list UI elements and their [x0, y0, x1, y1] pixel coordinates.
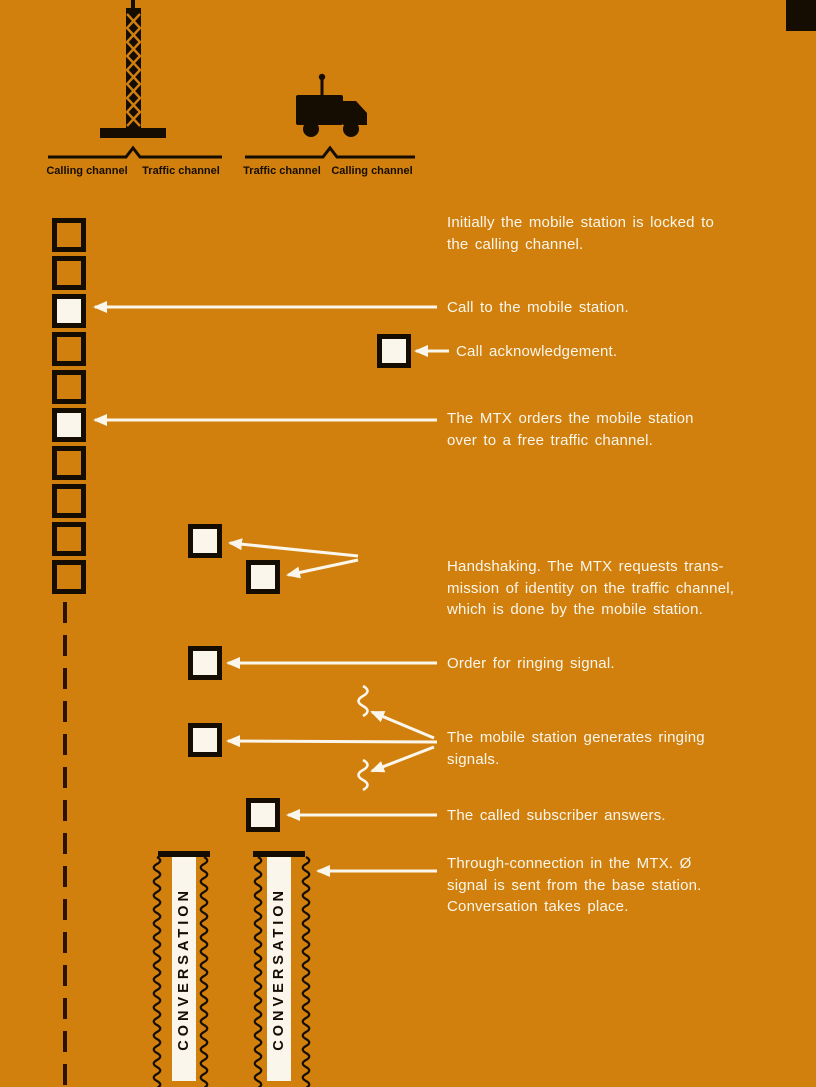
arrow-handshake-2 — [286, 558, 359, 579]
radio-tower-icon — [100, 0, 166, 138]
calling-channel-square-orange — [52, 218, 86, 252]
calling-channel-square-orange — [52, 560, 86, 594]
calling-channel-square-orange — [52, 332, 86, 366]
arrow-ring-generated — [226, 735, 438, 748]
ringing-signal-squiggle-lower — [357, 758, 369, 792]
ack-square — [377, 334, 411, 368]
handshake-square-1 — [188, 524, 222, 558]
page-corner-mark — [786, 0, 816, 31]
label-ms-calling-channel: Calling channel — [331, 165, 413, 177]
mobile-station-channel-bracket — [245, 145, 415, 159]
label-bs-calling-channel: Calling channel — [46, 165, 128, 177]
conversation-bar-mobile: CONVERSATION — [267, 857, 291, 1081]
ringing-signal-squiggle-upper — [357, 684, 369, 718]
truck-icon — [296, 73, 367, 137]
radio-wave-line-4 — [301, 856, 311, 1087]
note-subscriber-answers: The called subscriber answers. — [447, 807, 666, 824]
note-handshaking: Handshaking. The MTX requests trans- mis… — [447, 558, 735, 618]
calling-channel-square-white — [52, 294, 86, 328]
conversation-label-2: CONVERSATION — [271, 887, 287, 1051]
arrow-ring-signal-down — [370, 745, 435, 773]
radio-wave-line-3 — [253, 856, 263, 1087]
radio-wave-line-1 — [152, 856, 162, 1087]
calling-channel-square-orange — [52, 484, 86, 518]
answer-square — [246, 798, 280, 832]
note-call-acknowledgement: Call acknowledgement. — [456, 343, 618, 360]
arrow-ring-signal-up — [370, 710, 435, 740]
conversation-bar-cap-1 — [158, 851, 210, 857]
note-initial-lock: Initially the mobile station is locked t… — [447, 214, 714, 253]
radio-wave-line-2 — [199, 856, 209, 1087]
note-mtx-orders-traffic: The MTX orders the mobile station over t… — [447, 410, 694, 449]
label-ms-traffic-channel: Traffic channel — [243, 165, 321, 177]
ring-gen-square — [188, 723, 222, 757]
calling-channel-square-orange — [52, 370, 86, 404]
note-ringing-generated: The mobile station generates ringing sig… — [447, 729, 705, 768]
calling-channel-square-orange — [52, 522, 86, 556]
label-bs-traffic-channel: Traffic channel — [142, 165, 220, 177]
arrow-handshake-1 — [228, 538, 359, 558]
base-station-channel-bracket — [48, 145, 222, 159]
calling-channel-square-white — [52, 408, 86, 442]
ring-order-square — [188, 646, 222, 680]
calling-channel-square-orange — [52, 256, 86, 290]
conversation-bar-cap-2 — [253, 851, 305, 857]
note-through-connection: Through-connection in the MTX. Ø signal … — [447, 855, 702, 915]
conversation-label-1: CONVERSATION — [176, 887, 192, 1051]
conversation-bar-base: CONVERSATION — [172, 857, 196, 1081]
handshake-square-2 — [246, 560, 280, 594]
note-order-ringing: Order for ringing signal. — [447, 655, 615, 672]
note-call-to-mobile: Call to the mobile station. — [447, 299, 629, 316]
calling-channel-column — [52, 218, 86, 594]
calling-channel-square-orange — [52, 446, 86, 480]
